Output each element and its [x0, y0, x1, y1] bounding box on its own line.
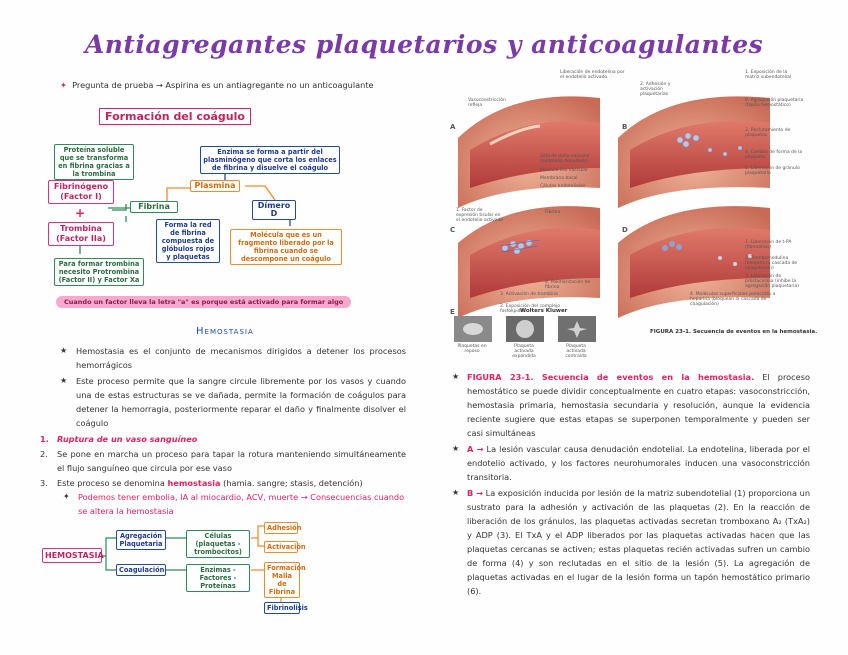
- label-b-0: 1. Exposición de la matriz subendotelial: [745, 70, 792, 80]
- clot-heading: Formación del coágulo: [99, 108, 251, 125]
- fibrin-note: Forma la red de fibrina compuesta de gló…: [156, 219, 220, 263]
- panel-e: [454, 316, 596, 342]
- star-icon: ★: [452, 488, 460, 497]
- hemostasis-highlight: hemostasia: [167, 478, 221, 488]
- label-a-1: Vasoconstricción refleja: [468, 98, 506, 108]
- adhesion-box: Adhesión: [264, 522, 301, 534]
- activation-box: Activación: [264, 541, 306, 553]
- panel-a-description: A → La lesión vascular causa denudación …: [467, 444, 810, 482]
- panel-a: [458, 96, 600, 208]
- label-d-1: 2. Trombomodulina (bloquea la cascada de…: [745, 256, 798, 271]
- figure-caption: FIGURA 23-1. Secuencia de eventos en la …: [650, 329, 818, 335]
- panel-letter-a: A: [450, 123, 456, 131]
- panel-letter-b: B: [622, 123, 628, 131]
- coagulation-box: Coagulación: [116, 564, 166, 576]
- publisher-logo: Wolters Kluwer: [520, 308, 568, 314]
- process-text: Se pone en marcha un proceso para tapar …: [57, 449, 406, 473]
- hemostasis-def: Este proceso se denomina hemostasia (ham…: [57, 478, 363, 488]
- cells-box: Células (plaquetas - trombocitos): [186, 530, 250, 558]
- panel-letter-c: C: [450, 226, 456, 234]
- label-c-4: 2. Exposición del complejo fosfolípidos: [500, 304, 560, 314]
- label-b-2: 6. Agregación plaquetaria (tapón hemostá…: [745, 98, 804, 108]
- num-1: 1.: [40, 434, 49, 444]
- aggregation-box: Agregación Plaquetaria: [116, 530, 166, 550]
- label-c-3: 3. Activación de trombina: [500, 292, 558, 297]
- label-b-3: 3. Reclutamiento de plaquetas: [745, 128, 791, 138]
- question-text: Pregunta de prueba → Aspirina es un anti…: [72, 80, 374, 90]
- label-d-3: 4. Moléculas superficiales parecidas a h…: [690, 292, 776, 307]
- thrombin-box: Trombina (Factor IIa): [48, 222, 114, 246]
- num-3: 3.: [40, 478, 48, 488]
- fibrinogen-box: Fibrinógeno (Factor I): [48, 180, 114, 204]
- test-question: ✦ Pregunta de prueba → Aspirina es un an…: [60, 78, 440, 92]
- fibrin-mesh-box: Formación Malla de Fibrina: [264, 562, 306, 598]
- prothrombin-note: Para formar trombina necesito Protrombin…: [54, 258, 144, 286]
- panel-letter-d: D: [622, 226, 628, 234]
- hemostasis-figure: [454, 96, 770, 342]
- star-icon: ★: [452, 372, 460, 381]
- panel-b-description: B → La exposición inducida por lesión de…: [467, 488, 811, 596]
- label-b-5: 5. Liberación de gránulo plaquetario: [745, 166, 800, 176]
- bullet-icon: ✦: [60, 80, 67, 90]
- figure-description: FIGURA 23-1. Secuencia de eventos en la …: [467, 372, 810, 438]
- label-a-4: Membrana basal: [540, 176, 578, 181]
- micro-label-0: Plaquetas en reposo: [457, 344, 487, 354]
- label-a-0: Liberación de endotelina por el endoteli…: [560, 70, 625, 80]
- fibrin-box: Fibrina: [130, 201, 178, 213]
- label-a-3: Músculo liso vascular: [540, 168, 588, 173]
- dimer-box: Dímero D: [252, 200, 296, 220]
- protein-note: Proteína soluble que se transforma en fi…: [54, 144, 134, 180]
- panel-c: [458, 206, 600, 318]
- figure-title: FIGURA 23-1. Secuencia de eventos en la …: [467, 372, 755, 382]
- label-b-4: 4. Cambio de forma de la plaqueta: [745, 150, 803, 160]
- label-d-0: 1. Liberación de t-PA (fibrinolisis): [745, 240, 792, 250]
- plasmin-box: Plasmina: [190, 180, 240, 192]
- panel-b: [618, 96, 770, 208]
- consequences-text: Podemos tener embolia, IA al miocardio, …: [78, 492, 405, 516]
- label-a-2: Sitio de daño vascular (endotelio denuda…: [540, 154, 590, 164]
- star-icon: ★: [452, 444, 460, 453]
- star-icon: ★: [60, 346, 68, 355]
- panel-d: [618, 206, 770, 318]
- num-2: 2.: [40, 449, 48, 459]
- label-b-1: 2. Adhesión y activación plaquetarias: [640, 82, 671, 97]
- label-a-5: Células endoteliales: [540, 184, 586, 189]
- star-icon: ★: [60, 376, 68, 385]
- factor-note: Cuando un factor lleva la letra "a" es p…: [56, 296, 352, 308]
- label-c-0: 1. Factor de expresión tisular en el end…: [456, 208, 504, 223]
- micro-label-2: Plaqueta activada contraída: [565, 344, 587, 359]
- plasmin-note: Enzima se forma a partir del plasminógen…: [200, 146, 340, 174]
- enzymes-box: Enzimas - Factores - Proteínas: [186, 564, 250, 592]
- page-title: Antiagregantes plaquetarios y anticoagul…: [84, 30, 764, 59]
- dimer-note: Molécula que es un fragmento liberado po…: [230, 229, 342, 265]
- label-c-2: 4. Polimerización de fibrina: [545, 280, 591, 290]
- hemostasia-box: HEMOSTASIA: [42, 548, 104, 563]
- plus-sign: +: [75, 206, 86, 220]
- bullet-icon: ✦: [63, 492, 70, 501]
- hemostasis-bullet-1: Hemostasia es el conjunto de mecanismos …: [76, 346, 406, 370]
- micro-label-1: Plaqueta activada expandida: [512, 344, 536, 359]
- label-c-1: Fibrina: [545, 210, 561, 215]
- rupture-text: Ruptura de un vaso sanguíneo: [57, 434, 198, 444]
- hemostasis-heading: Hemostasia: [196, 326, 254, 337]
- hemostasis-bullet-2: Este proceso permite que la sangre circu…: [76, 376, 406, 428]
- panel-letter-e: E: [450, 308, 455, 316]
- label-d-2: 3. Liberación de prostaciclina (inhibe l…: [745, 274, 799, 289]
- fibrinolysis-box: Fibrinolisis: [264, 602, 308, 614]
